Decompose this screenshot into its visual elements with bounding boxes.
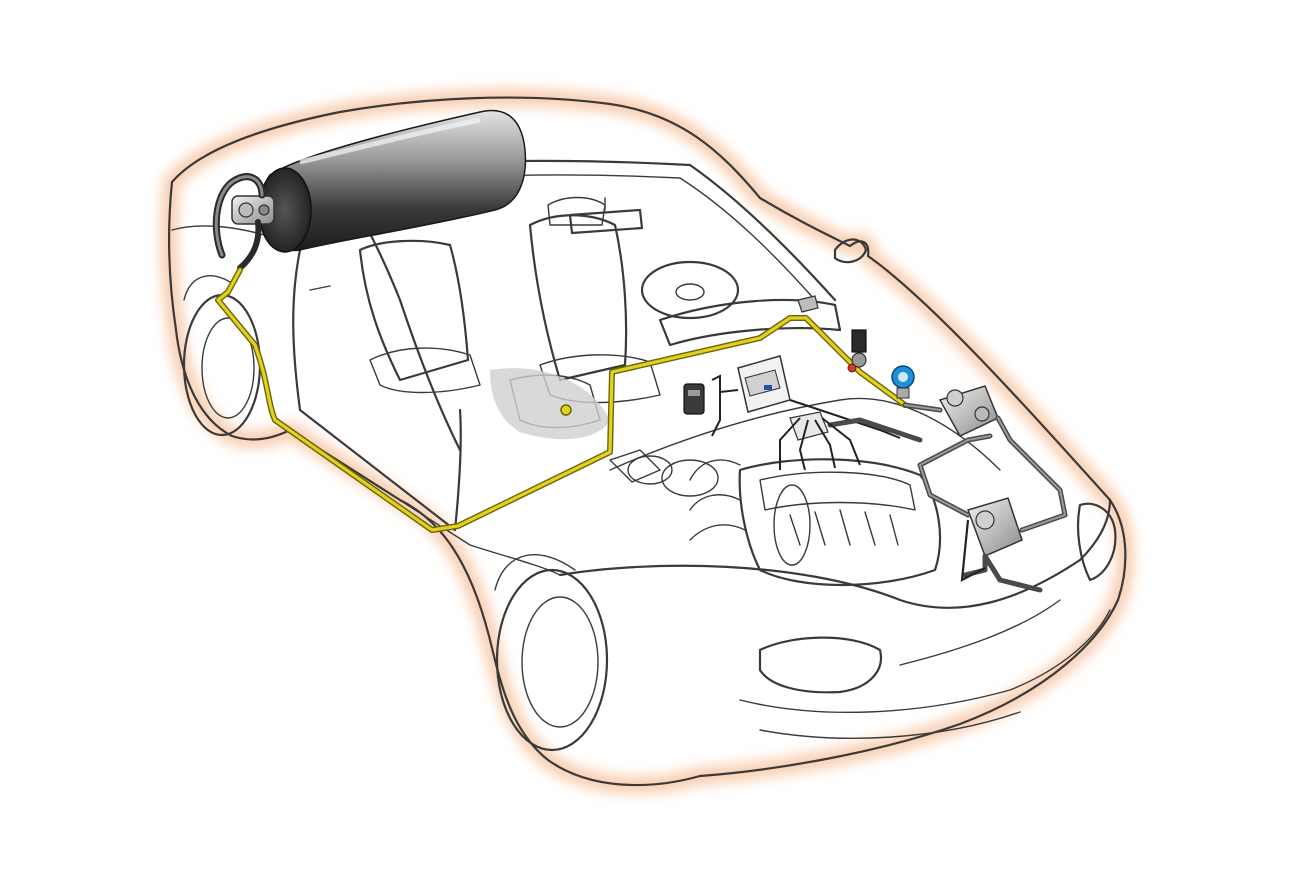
ecu-led: [764, 385, 772, 390]
gas-cylinder: [258, 109, 527, 253]
filler-body: [851, 329, 867, 353]
timing-pulley: [773, 484, 811, 566]
rear-tire: [182, 293, 262, 437]
front-rim: [521, 596, 599, 728]
pressure-reducer: [938, 385, 999, 437]
cylinder-head: [759, 471, 916, 511]
rear-rim: [201, 317, 255, 419]
gear-shadow: [490, 368, 610, 440]
vacuum-line: [960, 519, 986, 582]
reducer-port-b: [974, 406, 990, 422]
bumper-line: [739, 609, 1111, 714]
line-fitting: [560, 404, 572, 416]
door-outline: [292, 248, 462, 532]
front-wheel: [494, 554, 609, 752]
rear-wheel-arch: [183, 275, 231, 301]
switch-display: [688, 390, 700, 396]
steering-hub: [675, 283, 705, 301]
filler-cap: [847, 363, 857, 373]
gauge-center: [898, 372, 908, 382]
side-mirror: [833, 238, 868, 264]
cylinder-highlight: [299, 117, 481, 165]
filler-valve: [847, 329, 867, 373]
side-sill: [289, 429, 561, 576]
hood-crease: [609, 397, 1001, 471]
rearview-mirror: [568, 208, 644, 235]
rear-seat-back: [358, 239, 470, 382]
air-filter: [661, 459, 719, 497]
firewall-bracket: [797, 295, 819, 313]
switch-body: [683, 383, 705, 415]
headlight-left: [758, 636, 883, 694]
multivalve-knob: [238, 202, 254, 218]
battery: [609, 449, 661, 483]
multivalve-port: [258, 204, 270, 216]
high-pressure-line: [215, 267, 908, 533]
dashboard: [658, 298, 842, 347]
intake-manifold: [689, 459, 746, 541]
front-seat-back: [528, 214, 628, 382]
filler-neck: [851, 352, 867, 368]
front-tire: [495, 568, 609, 752]
injector-port: [975, 510, 995, 530]
cam-cover-ribs: [789, 509, 899, 546]
vent-hose: [212, 173, 266, 271]
front-seat-headrest: [547, 196, 606, 226]
injector-block: [967, 497, 1023, 558]
door-handle: [309, 285, 331, 291]
headlight-right: [1076, 502, 1117, 582]
engine-bay: [609, 449, 942, 587]
hood-front-edge: [558, 498, 1112, 609]
vaporizer: [789, 411, 829, 441]
pressure-gauge: [891, 365, 915, 399]
fuel-line-core: [216, 268, 907, 532]
steering-wheel: [640, 260, 740, 320]
injector-rail: [789, 411, 1023, 558]
fuel-switch: [683, 383, 705, 415]
interior: [358, 196, 842, 440]
control-unit: [737, 355, 791, 413]
gauge-mount: [896, 387, 910, 399]
front-wheel-arch: [494, 554, 576, 591]
multivalve: [231, 195, 275, 225]
injector-leads: [779, 417, 861, 471]
hoses: [779, 402, 1068, 593]
bumper-lower: [759, 711, 1021, 739]
engine-block: [738, 458, 942, 587]
reducer-port-a: [946, 389, 964, 407]
grille: [899, 599, 1061, 666]
rear-seat-cushion: [369, 347, 481, 394]
brake-reservoir: [627, 455, 673, 485]
